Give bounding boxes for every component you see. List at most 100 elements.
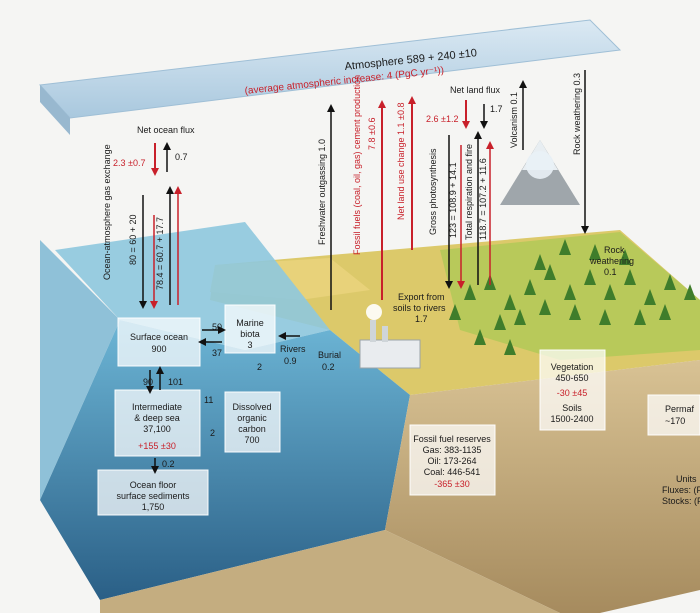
net-land-flux-label: Net land flux (450, 85, 501, 95)
ocean-exchange-down-values: 80 = 60 + 20 (128, 214, 138, 265)
units-box: Units Fluxes: (P Stocks: (P (662, 474, 700, 506)
tree-icon (564, 284, 576, 300)
soils-value: 1500-2400 (550, 414, 593, 424)
flux-37: 37 (212, 348, 222, 358)
tree-icon (634, 309, 646, 325)
rock-weathering-land-label-2: weathering (589, 256, 634, 266)
ocean-floor-label-1: Ocean floor (130, 480, 177, 490)
land-use-label: Net land use change (396, 137, 406, 220)
fossil-reserves-oil: Oil: 173-264 (427, 456, 476, 466)
vegetation-box: Vegetation 450-650 -30 ±45 Soils 1500-24… (539, 349, 606, 431)
factory-icon (359, 304, 421, 369)
intermediate-change: +155 ±30 (138, 441, 176, 451)
photosynthesis-value: 123 = 108.9 + 14.1 (448, 162, 458, 238)
doc-value: 700 (244, 435, 259, 445)
ocean-floor-value: 1,750 (142, 502, 165, 512)
surface-ocean-box: Surface ocean 900 (117, 317, 201, 367)
tree-icon (589, 244, 601, 260)
vegetation-value: 450-650 (555, 373, 588, 383)
permafrost-value: ~170 (665, 416, 685, 426)
marine-biota-label-1: Marine (236, 318, 264, 328)
tree-icon (544, 264, 556, 280)
volcanism-label: Volcanism 0.1 (509, 92, 519, 148)
volcano-icon (500, 140, 580, 205)
tree-icon (604, 284, 616, 300)
ocean-exchange-label: Ocean-atmosphere gas exchange (102, 144, 112, 280)
rivers-value: 0.9 (284, 356, 297, 366)
fossil-reserves-change: -365 ±30 (434, 479, 469, 489)
fossil-reserves-gas: Gas: 383-1135 (423, 445, 482, 455)
rock-weathering-label: Rock weathering 0.3 (572, 73, 582, 155)
atmosphere-bar: Atmosphere 589 + 240 ±10 (average atmosp… (38, 19, 622, 135)
intermediate-value: 37,100 (143, 424, 171, 434)
net-land-flux-up: 1.7 (490, 104, 503, 114)
doc-label-3: carbon (238, 424, 266, 434)
permafrost-label: Permaf (665, 404, 695, 414)
permafrost-box: Permaf ~170 (647, 394, 700, 436)
export-value: 1.7 (415, 314, 428, 324)
fossil-reserves-title: Fossil fuel reserves (413, 434, 491, 444)
units-fluxes: Fluxes: (P (662, 485, 700, 495)
net-land-flux-down: 2.6 ±1.2 (426, 114, 458, 124)
tree-icon (474, 329, 486, 345)
flux-2a: 2 (257, 362, 262, 372)
units-stocks: Stocks: (P (662, 496, 700, 506)
fossil-reserves-coal: Coal: 446-541 (424, 467, 481, 477)
burial-label: Burial (318, 350, 341, 360)
rock-weathering-land-label-1: Rock (604, 245, 625, 255)
tree-icon (464, 284, 476, 300)
tree-icon (684, 284, 696, 300)
doc-label-2: organic (237, 413, 267, 423)
fossil-fuels-value: 7.8 ±0.6 (367, 118, 377, 150)
flux-90: 90 (143, 377, 153, 387)
units-title: Units (676, 474, 697, 484)
net-ocean-flux-up: 0.7 (175, 152, 188, 162)
fossil-fuel-reserves-box: Fossil fuel reserves Gas: 383-1135 Oil: … (409, 424, 496, 496)
marine-biota-box: Marine biota 3 (224, 304, 276, 354)
photosynthesis-label: Gross photosynthesis (428, 148, 438, 235)
marine-biota-value: 3 (247, 340, 252, 350)
net-ocean-flux-label: Net ocean flux (137, 125, 195, 135)
intermediate-deep-sea-box: Intermediate & deep sea 37,100 +155 ±30 (114, 389, 201, 457)
rock-weathering-land-value: 0.1 (604, 267, 617, 277)
ocean-exchange-up-values: 78.4 = 60.7 + 17.7 (155, 217, 165, 290)
export-label-1: Export from (398, 292, 445, 302)
flux-11: 11 (204, 395, 213, 405)
tree-icon (449, 304, 461, 320)
tree-icon (539, 299, 551, 315)
ocean-floor-label-2: surface sediments (116, 491, 190, 501)
tree-icon (534, 254, 546, 270)
tree-icon (659, 304, 671, 320)
tree-icon (494, 314, 506, 330)
tree-icon (664, 274, 676, 290)
flux-50: 50 (212, 322, 222, 332)
dissolved-organic-carbon-box: Dissolved organic carbon 700 (224, 391, 281, 453)
tree-icon (619, 249, 631, 265)
intermediate-label-2: & deep sea (134, 413, 180, 423)
burial-value: 0.2 (322, 362, 335, 372)
tree-icon (644, 289, 656, 305)
tree-icon (599, 309, 611, 325)
seabed (100, 530, 560, 613)
vegetation-label: Vegetation (551, 362, 594, 372)
surface-ocean-label: Surface ocean (130, 332, 188, 342)
respiration-value: 118.7 = 107.2 + 11.6 (478, 158, 488, 240)
ocean-floor-box: Ocean floor surface sediments 1,750 (97, 469, 209, 516)
freshwater-outgassing-label: Freshwater outgassing 1.0 (317, 139, 327, 245)
tree-icon (514, 309, 526, 325)
respiration-label: Total respiration and fire (464, 144, 474, 240)
tree-icon (504, 339, 516, 355)
net-ocean-flux-down: 2.3 ±0.7 (113, 158, 145, 168)
tree-icon (624, 269, 636, 285)
doc-label-1: Dissolved (232, 402, 271, 412)
fossil-fuels-label: Fossil fuels (coal, oil, gas) cement pro… (352, 75, 362, 255)
export-label-2: soils to rivers (393, 303, 446, 313)
tree-icon (504, 294, 516, 310)
tree-icon (524, 279, 536, 295)
land-cross-section (385, 360, 700, 613)
tree-icon (569, 304, 581, 320)
rivers-label: Rivers (280, 344, 306, 354)
intermediate-label-1: Intermediate (132, 402, 182, 412)
